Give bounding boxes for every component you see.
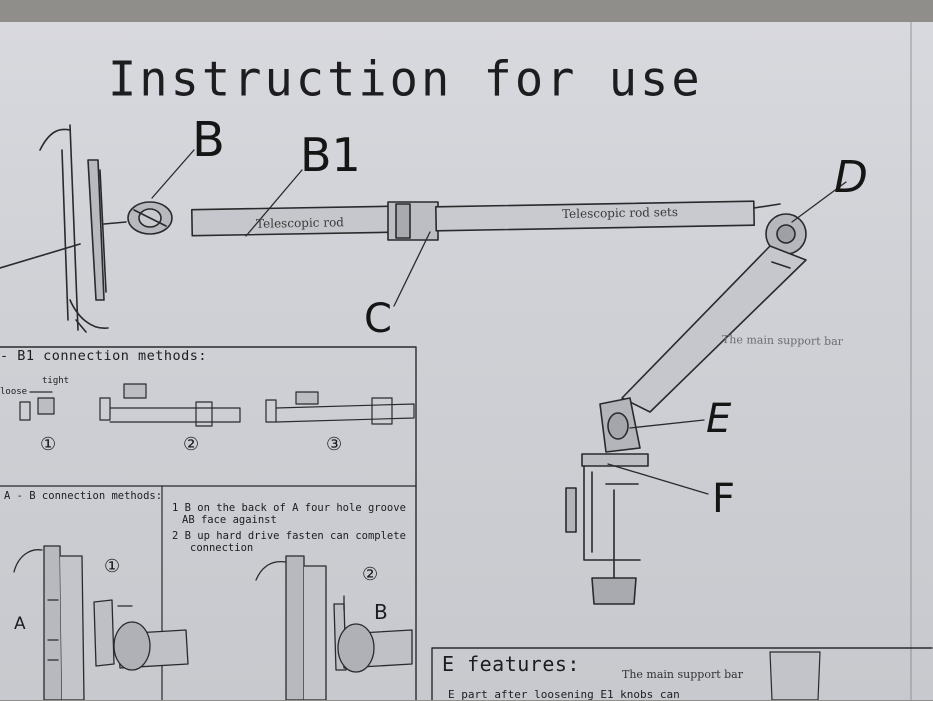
ab-instruction-1: 1 B on the back of A four hole groove: [172, 502, 406, 514]
b1-connection-heading: - B1 connection methods:: [0, 348, 208, 364]
loose-label: loose: [0, 387, 28, 397]
label-a: A: [14, 614, 26, 634]
e-main-support-bar-label: The main support bar: [622, 668, 743, 681]
instruction-sheet: [0, 22, 933, 700]
b1-step-1: ①: [40, 434, 57, 455]
label-e: E: [706, 396, 732, 442]
e-features-heading: E features:: [442, 652, 580, 676]
ab-step-1: ①: [104, 556, 121, 577]
e-features-text: E part after loosening E1 knobs can: [448, 688, 680, 701]
ab-instruction-2-cont: connection: [190, 542, 254, 554]
label-b: B: [192, 112, 225, 168]
ab-connection-heading: A - B connection methods:: [4, 490, 163, 502]
label-d: D: [834, 152, 868, 203]
paper-fold-line: [910, 22, 912, 700]
label-b1: B1: [300, 128, 361, 182]
b1-step-3: ③: [326, 434, 343, 455]
ab-instruction-2: 2 B up hard drive fasten can complete: [172, 530, 406, 542]
main-support-bar-label: The main support bar: [721, 332, 844, 349]
ab-step-2: ②: [362, 564, 379, 585]
ab-instruction-1-cont: AB face against: [182, 514, 277, 526]
telescopic-rod-label: Telescopic rod: [255, 215, 345, 231]
ball-joint-drawing: [103, 201, 173, 235]
b1-step-2: ②: [183, 434, 200, 455]
label-b-small: B: [374, 600, 388, 624]
tight-label: tight: [42, 376, 70, 386]
telescopic-rod-sets-label: Telescopic rod sets: [561, 204, 679, 222]
label-c: C: [364, 296, 392, 342]
phone-holder-drawing: [0, 124, 109, 333]
page-title: Instruction for use: [108, 51, 703, 108]
label-f: F: [712, 476, 736, 522]
